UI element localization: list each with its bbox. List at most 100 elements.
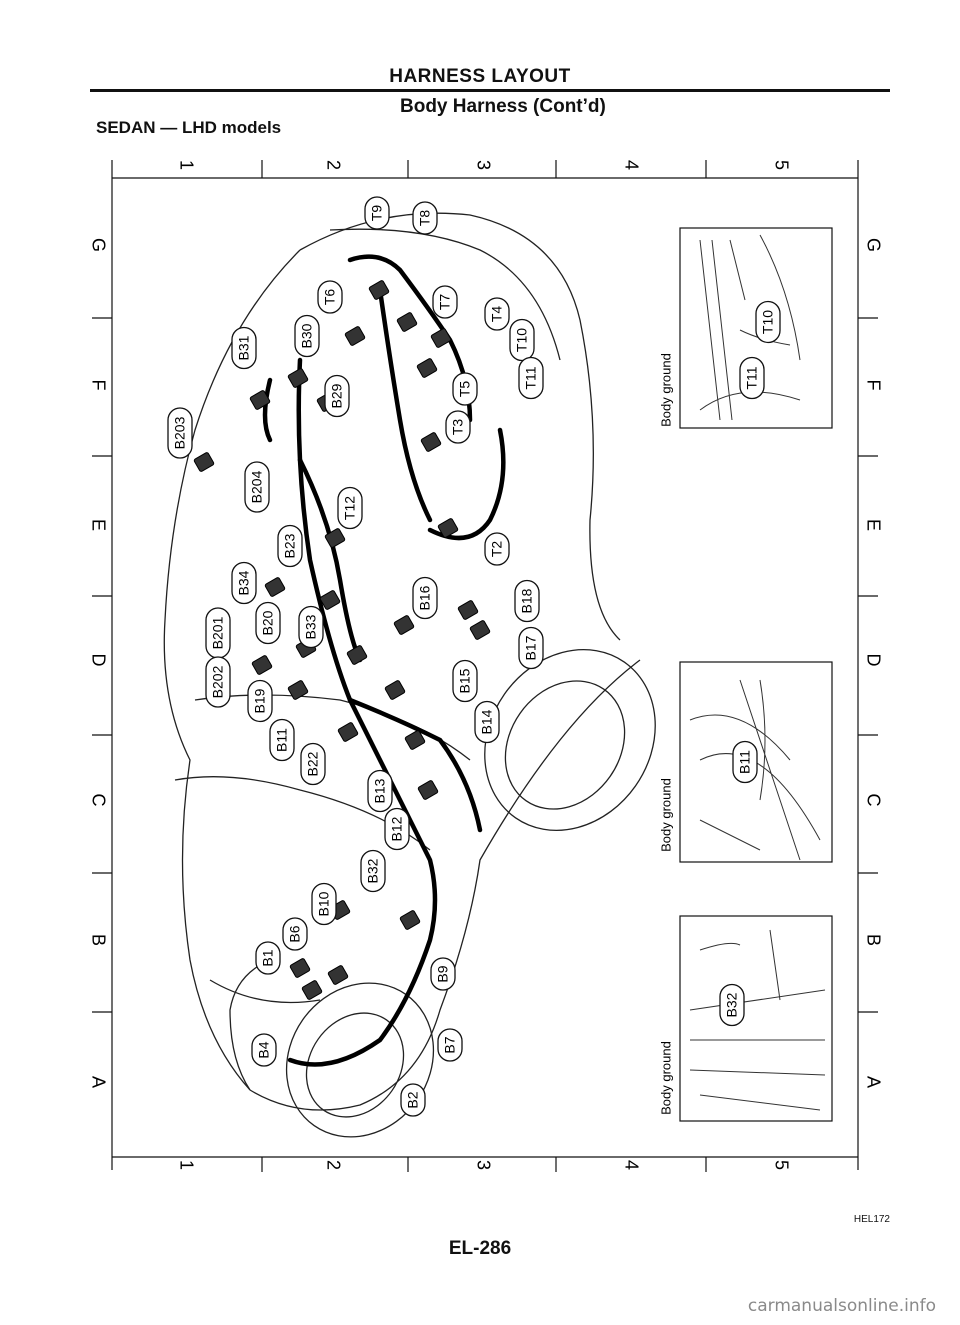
connector-pill [509, 318, 535, 362]
connector-pill [167, 407, 193, 459]
connector-text: T8 [417, 210, 433, 227]
connector-label-b6: B6 [282, 917, 308, 951]
connector-text: B30 [299, 323, 315, 348]
connector-block [264, 577, 286, 597]
connector-label-b203: B203 [167, 407, 193, 459]
connector-text: B32 [365, 858, 381, 883]
connector-block [384, 680, 406, 700]
connector-pill [317, 280, 343, 314]
connector-blocks [193, 280, 491, 1000]
connector-pill [518, 356, 544, 400]
grid-row-label: A [863, 1076, 883, 1088]
connector-pill [514, 579, 540, 623]
connector-label-b30: B30 [294, 314, 320, 358]
connector-label-t5: T5 [452, 372, 478, 406]
connector-pill [247, 679, 273, 723]
connector-text: B203 [172, 416, 188, 449]
inset-connector-t10: T10 [755, 300, 781, 344]
connector-label-b13: B13 [367, 769, 393, 813]
connector-pill [251, 1033, 277, 1067]
connector-block [287, 368, 309, 388]
connector-text: B29 [329, 383, 345, 408]
connector-pill [367, 769, 393, 813]
page-subtitle: Body Harness (Cont’d) [400, 96, 606, 117]
connector-text: T7 [437, 294, 453, 311]
inset-connector-t11: T11 [739, 356, 765, 400]
connector-pill [437, 1028, 463, 1062]
connector-pill [484, 297, 510, 331]
connector-text: T6 [322, 289, 338, 306]
connector-text: T2 [489, 541, 505, 558]
connector-pill [755, 300, 781, 344]
connector-block [319, 590, 341, 610]
connector-label-b23: B23 [277, 524, 303, 568]
connector-label-b34: B34 [231, 561, 257, 605]
connector-block [396, 312, 418, 332]
connector-block [301, 980, 323, 1000]
connector-text: B31 [236, 335, 252, 360]
connector-block [193, 452, 215, 472]
connector-pill [430, 957, 456, 991]
connector-text: B12 [389, 816, 405, 841]
connector-label-b11: B11 [269, 718, 295, 762]
connector-label-b32: B32 [360, 849, 386, 893]
connector-block [324, 528, 346, 548]
inset-label: Body ground [658, 778, 673, 852]
grid-col-label: 5 [771, 1160, 791, 1170]
title-rule [90, 89, 890, 92]
connector-text: B11 [274, 728, 290, 752]
connector-pill [337, 486, 363, 530]
connector-label-t10: T10 [509, 318, 535, 362]
connector-label-b7: B7 [437, 1028, 463, 1062]
connector-block [337, 722, 359, 742]
connector-text: B202 [210, 665, 226, 698]
connector-label-b18: B18 [514, 579, 540, 623]
connector-pill [719, 983, 745, 1027]
grid-col-label: 4 [621, 160, 641, 170]
connector-pill [324, 374, 350, 418]
connector-pill [255, 941, 281, 975]
connector-label-b12: B12 [384, 807, 410, 851]
connector-block [346, 645, 368, 665]
connector-text: B201 [210, 616, 226, 649]
inset-label: Body ground [658, 353, 673, 427]
connector-label-b14: B14 [474, 700, 500, 744]
connector-block [393, 615, 415, 635]
connector-label-t8: T8 [412, 201, 438, 235]
connector-text: B7 [442, 1036, 458, 1053]
grid-col-label: 2 [323, 160, 343, 170]
connector-text: B23 [282, 533, 298, 558]
connector-block [399, 910, 421, 930]
connector-pill [739, 356, 765, 400]
connector-block [417, 780, 439, 800]
inset-label: Body ground [658, 1041, 673, 1115]
figure-code: HEL172 [853, 1214, 890, 1225]
connector-text: B10 [316, 891, 332, 916]
connector-text: B33 [303, 614, 319, 639]
connector-pill [484, 532, 510, 566]
connector-pill [231, 326, 257, 370]
connector-pill [298, 605, 324, 649]
page-number: EL-286 [448, 1238, 512, 1259]
grid-row-label: G [863, 238, 883, 252]
grid-ticks [92, 160, 878, 1172]
inset-connector-b11: B11 [732, 740, 758, 784]
connector-text: B9 [435, 965, 451, 982]
connector-pill [282, 917, 308, 951]
model-label: SEDAN — LHD models [96, 118, 282, 137]
connector-pill [205, 656, 231, 708]
connector-text: T5 [457, 381, 473, 398]
connector-pill [364, 196, 390, 230]
connector-block [249, 390, 271, 410]
grid-row-label: F [88, 380, 108, 391]
connector-label-t12: T12 [337, 486, 363, 530]
connector-text: B13 [372, 778, 388, 803]
connector-label-b202: B202 [205, 656, 231, 708]
connector-label-b4: B4 [251, 1033, 277, 1067]
connector-block [416, 358, 438, 378]
connector-block [457, 600, 479, 620]
connector-pill [452, 372, 478, 406]
connector-block [437, 518, 459, 538]
